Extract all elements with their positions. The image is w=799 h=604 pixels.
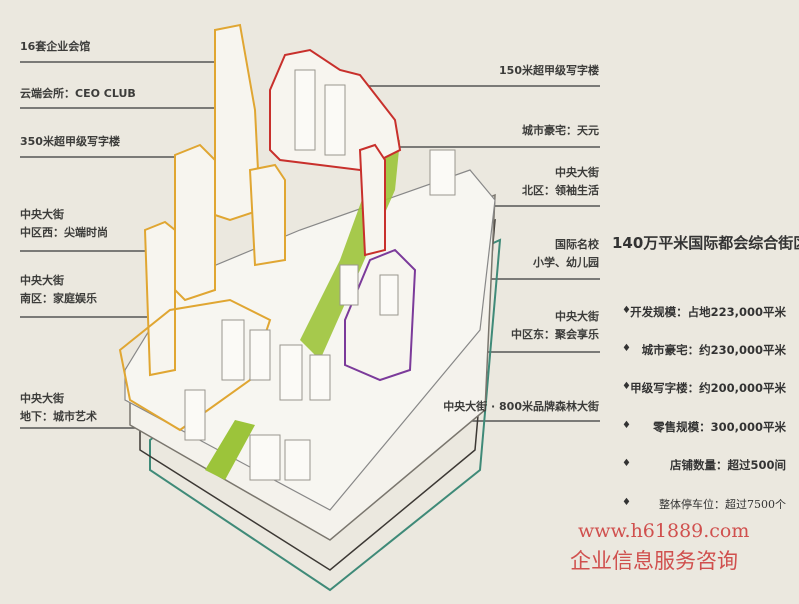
label-text: 中央大街 bbox=[20, 208, 64, 221]
diamond-bullet-icon: ♦ bbox=[622, 343, 631, 354]
label-central-west: 中央大街中区西：尖端时尚 bbox=[20, 206, 108, 242]
label-text: 中央大街 bbox=[20, 274, 64, 287]
watermark-url: www.h61889.com bbox=[578, 520, 750, 542]
label-text: 中央大街 · 800米品牌森林大街 bbox=[443, 400, 599, 413]
diamond-bullet-icon: ♦ bbox=[622, 497, 631, 508]
stat-text: 店铺数量：超过500间 bbox=[669, 458, 786, 472]
label-forest-street: 中央大街 · 800米品牌森林大街 bbox=[443, 398, 599, 416]
panel-title: 140万平米国际都会综合街区 bbox=[612, 234, 799, 252]
watermark-text: 企业信息服务咨询 bbox=[570, 549, 738, 573]
label-text: 南区：家庭娱乐 bbox=[20, 292, 97, 305]
stat-item: ♦ 城市豪宅：约230,000平米 bbox=[618, 342, 786, 360]
stat-item: ♦ 零售规模：300,000平米 bbox=[618, 419, 786, 437]
label-350m-office: 350米超甲级写字楼 bbox=[20, 133, 120, 151]
stat-text: 零售规模：300,000平米 bbox=[653, 420, 786, 434]
stat-text: 开发规模：占地223,000平米 bbox=[630, 305, 786, 319]
label-text: 北区：领袖生活 bbox=[522, 184, 599, 197]
diamond-bullet-icon: ♦ bbox=[622, 305, 631, 316]
stat-text: 甲级写字楼：约200,000平米 bbox=[630, 381, 786, 395]
label-central-east: 中央大街中区东：聚会享乐 bbox=[511, 308, 599, 344]
label-enterprise-club: 16套企业会馆 bbox=[20, 38, 90, 56]
label-north: 中央大街北区：领袖生活 bbox=[522, 164, 599, 200]
label-text: 地下：城市艺术 bbox=[20, 410, 97, 423]
label-text: 150米超甲级写字楼 bbox=[499, 64, 599, 77]
label-text: 350米超甲级写字楼 bbox=[20, 135, 120, 148]
diamond-bullet-icon: ♦ bbox=[622, 381, 631, 392]
label-text: 中央大街 bbox=[20, 392, 64, 405]
label-text: 云端会所：CEO CLUB bbox=[20, 87, 136, 100]
stat-item: ♦开发规模：占地223,000平米 bbox=[618, 304, 786, 322]
label-school: 国际名校小学、幼儿园 bbox=[533, 236, 599, 272]
label-ceo-club: 云端会所：CEO CLUB bbox=[20, 85, 136, 103]
label-text: 中区西：尖端时尚 bbox=[20, 226, 108, 239]
stat-text: 城市豪宅：约230,000平米 bbox=[641, 343, 786, 357]
label-text: 中央大街 bbox=[555, 310, 599, 323]
stat-item: ♦ 整体停车位：超过7500个 bbox=[618, 496, 786, 514]
stat-item: ♦甲级写字楼：约200,000平米 bbox=[618, 380, 786, 398]
diamond-bullet-icon: ♦ bbox=[622, 458, 631, 469]
label-text: 国际名校 bbox=[555, 238, 599, 251]
label-luxury-residence: 城市豪宅：天元 bbox=[522, 122, 599, 140]
diamond-bullet-icon: ♦ bbox=[622, 420, 631, 431]
label-text: 城市豪宅：天元 bbox=[522, 124, 599, 137]
label-150m-office: 150米超甲级写字楼 bbox=[499, 62, 599, 80]
label-underground: 中央大街地下：城市艺术 bbox=[20, 390, 97, 426]
label-text: 中区东：聚会享乐 bbox=[511, 328, 599, 341]
label-south: 中央大街南区：家庭娱乐 bbox=[20, 272, 97, 308]
stat-text: 整体停车位：超过7500个 bbox=[659, 498, 786, 511]
label-text: 16套企业会馆 bbox=[20, 40, 91, 53]
label-text: 小学、幼儿园 bbox=[533, 256, 599, 269]
stat-item: ♦ 店铺数量：超过500间 bbox=[618, 457, 786, 475]
label-text: 中央大街 bbox=[555, 166, 599, 179]
